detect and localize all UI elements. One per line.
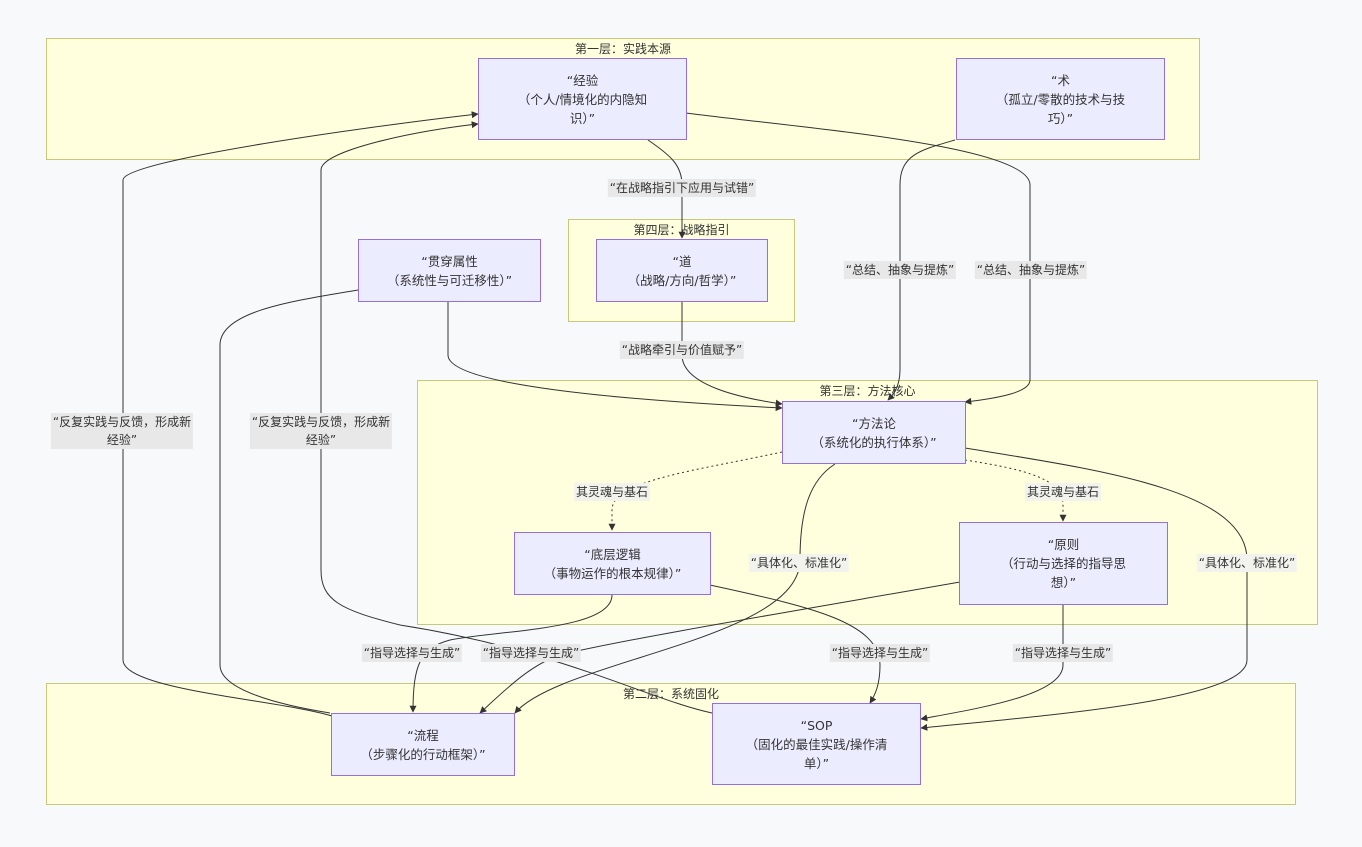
edge-label-summarize-2: “总结、抽象与提炼” — [974, 261, 1088, 279]
edge-methodology-sop — [920, 447, 1248, 731]
edge-label-feedback-1: “反复实践与反馈，形成新 经验” — [50, 413, 194, 449]
node-process-label: “流程 （步骤化的行动框架）” — [360, 727, 486, 762]
cluster-layer4-title: 第四层：战略指引 — [633, 223, 730, 237]
node-through[interactable]: “贯穿属性 （系统性与可迁移性）” — [358, 239, 541, 302]
cluster-layer1-title: 第一层：实践本源 — [574, 42, 671, 56]
edge-label-soul-1: 其灵魂与基石 — [573, 483, 651, 501]
node-experience[interactable]: “经验 （个人/情境化的内隐知 识）” — [478, 58, 687, 140]
edge-label-soul-2: 其灵魂与基石 — [1024, 483, 1102, 501]
node-sop-label: “SOP （固化的最佳实践/操作清 单）” — [745, 717, 888, 771]
node-logic-label: “底层逻辑 （事物运作的根本规律）” — [543, 546, 682, 581]
edge-methodology-process — [514, 463, 836, 714]
edge-logic-process — [409, 594, 613, 713]
node-through-label: “贯穿属性 （系统性与可迁移性）” — [386, 253, 513, 288]
node-logic[interactable]: “底层逻辑 （事物运作的根本规律）” — [514, 532, 711, 595]
node-methodology[interactable]: “方法论 （系统化的执行体系）” — [782, 401, 966, 464]
node-principle[interactable]: “原则 （行动与选择的指导思 想）” — [959, 522, 1168, 605]
edge-experience-methodology — [685, 112, 1031, 405]
edge-label-guide-4: “指导选择与生成” — [1012, 644, 1114, 662]
edge-label-guide-1: “指导选择与生成” — [361, 644, 463, 662]
cluster-layer2-title: 第二层：系统固化 — [622, 687, 719, 701]
edge-principle-sop — [920, 605, 1064, 722]
node-experience-label: “经验 （个人/情境化的内隐知 识）” — [517, 72, 648, 126]
node-process[interactable]: “流程 （步骤化的行动框架）” — [331, 713, 515, 776]
edge-label-concrete-2: “具体化、标准化” — [1196, 554, 1298, 572]
node-technique[interactable]: “术 （孤立/零散的技术与技 巧）” — [956, 58, 1165, 140]
edge-label-apply: “在战略指引下应用与试错” — [607, 179, 757, 197]
node-methodology-label: “方法论 （系统化的执行体系）” — [811, 415, 937, 450]
cluster-layer2: 第二层：系统固化 — [46, 683, 1296, 805]
edge-label-guide-3: “指导选择与生成” — [829, 644, 931, 662]
node-dao[interactable]: “道 （战略/方向/哲学）” — [596, 239, 768, 302]
edge-label-summarize-1: “总结、抽象与提炼” — [843, 261, 957, 279]
edge-label-concrete-1: “具体化、标准化” — [748, 554, 850, 572]
node-dao-label: “道 （战略/方向/哲学）” — [627, 253, 737, 288]
node-principle-label: “原则 （行动与选择的指导思 想）” — [1000, 537, 1126, 590]
edge-process-experience-1 — [122, 111, 479, 717]
node-technique-label: “术 （孤立/零散的技术与技 巧）” — [995, 72, 1126, 126]
edge-through-methodology — [447, 302, 783, 412]
node-sop[interactable]: “SOP （固化的最佳实践/操作清 单）” — [712, 703, 921, 785]
edge-technique-methodology — [887, 139, 956, 401]
edge-label-feedback-2: “反复实践与反馈，形成新 经验” — [249, 413, 393, 449]
edge-label-guide-2: “指导选择与生成” — [480, 644, 582, 662]
edge-label-strategic: “战略牵引与价值赋予” — [619, 341, 745, 359]
edge-through-process — [219, 289, 359, 714]
edge-principle-process — [479, 581, 961, 714]
edge-sop-experience-2 — [320, 121, 713, 714]
